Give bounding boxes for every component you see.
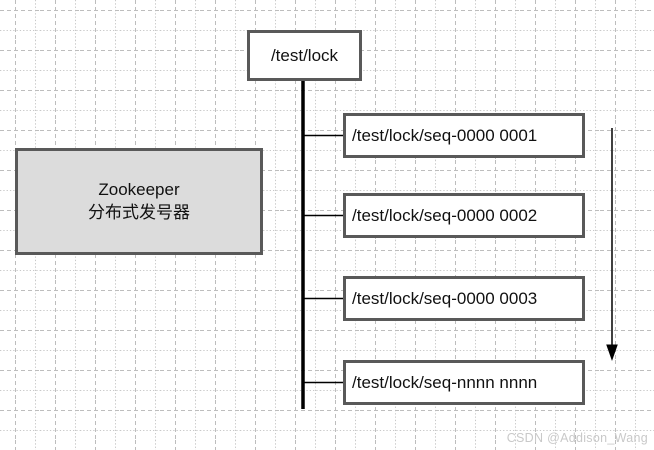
seq-node-box-1: /test/lock/seq-0000 0001	[343, 113, 585, 158]
seq-node-box-2: /test/lock/seq-0000 0002	[343, 193, 585, 238]
seq-node-label: /test/lock/seq-0000 0002	[352, 205, 538, 225]
seq-node-label: /test/lock/seq-0000 0003	[352, 288, 538, 308]
seq-node-label: /test/lock/seq-0000 0001	[352, 125, 538, 145]
root-node-label: /test/lock	[270, 45, 339, 65]
root-node-box: /test/lock	[247, 30, 362, 81]
down-arrow-icon	[606, 128, 618, 361]
csdn-watermark: CSDN @Addison_Wang	[506, 431, 648, 445]
seq-node-box-3: /test/lock/seq-0000 0003	[343, 276, 585, 321]
seq-node-label: /test/lock/seq-nnnn nnnn	[352, 372, 538, 392]
issuer-label-line1: Zookeeper	[98, 179, 180, 199]
seq-node-box-4: /test/lock/seq-nnnn nnnn	[343, 360, 585, 405]
issuer-label-line2: 分布式发号器	[88, 202, 190, 222]
zookeeper-issuer-box: Zookeeper 分布式发号器	[15, 148, 263, 255]
